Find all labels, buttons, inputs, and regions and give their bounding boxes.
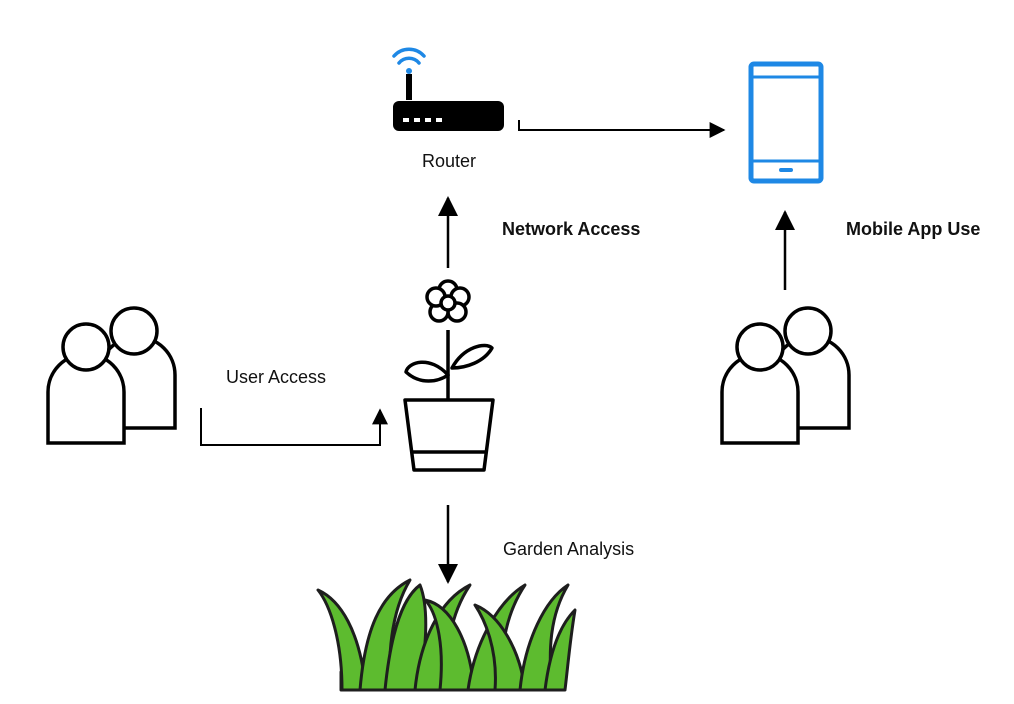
users-icon-right [720, 306, 851, 445]
smartphone-icon [748, 61, 824, 184]
router-to-phone-arrow [518, 120, 726, 138]
user-access-label: User Access [226, 367, 326, 387]
router-label: Router [422, 151, 476, 171]
user-to-plant-arrow [200, 408, 388, 446]
router-icon [392, 47, 504, 131]
garden-analysis-label: Garden Analysis [503, 539, 634, 559]
users-icon-left [46, 306, 177, 445]
wifi-icon [392, 47, 426, 74]
grass-icon [316, 578, 577, 692]
potted-plant-icon [403, 279, 495, 472]
mobile-app-use-label: Mobile App Use [846, 219, 980, 239]
network-access-label: Network Access [502, 219, 640, 239]
